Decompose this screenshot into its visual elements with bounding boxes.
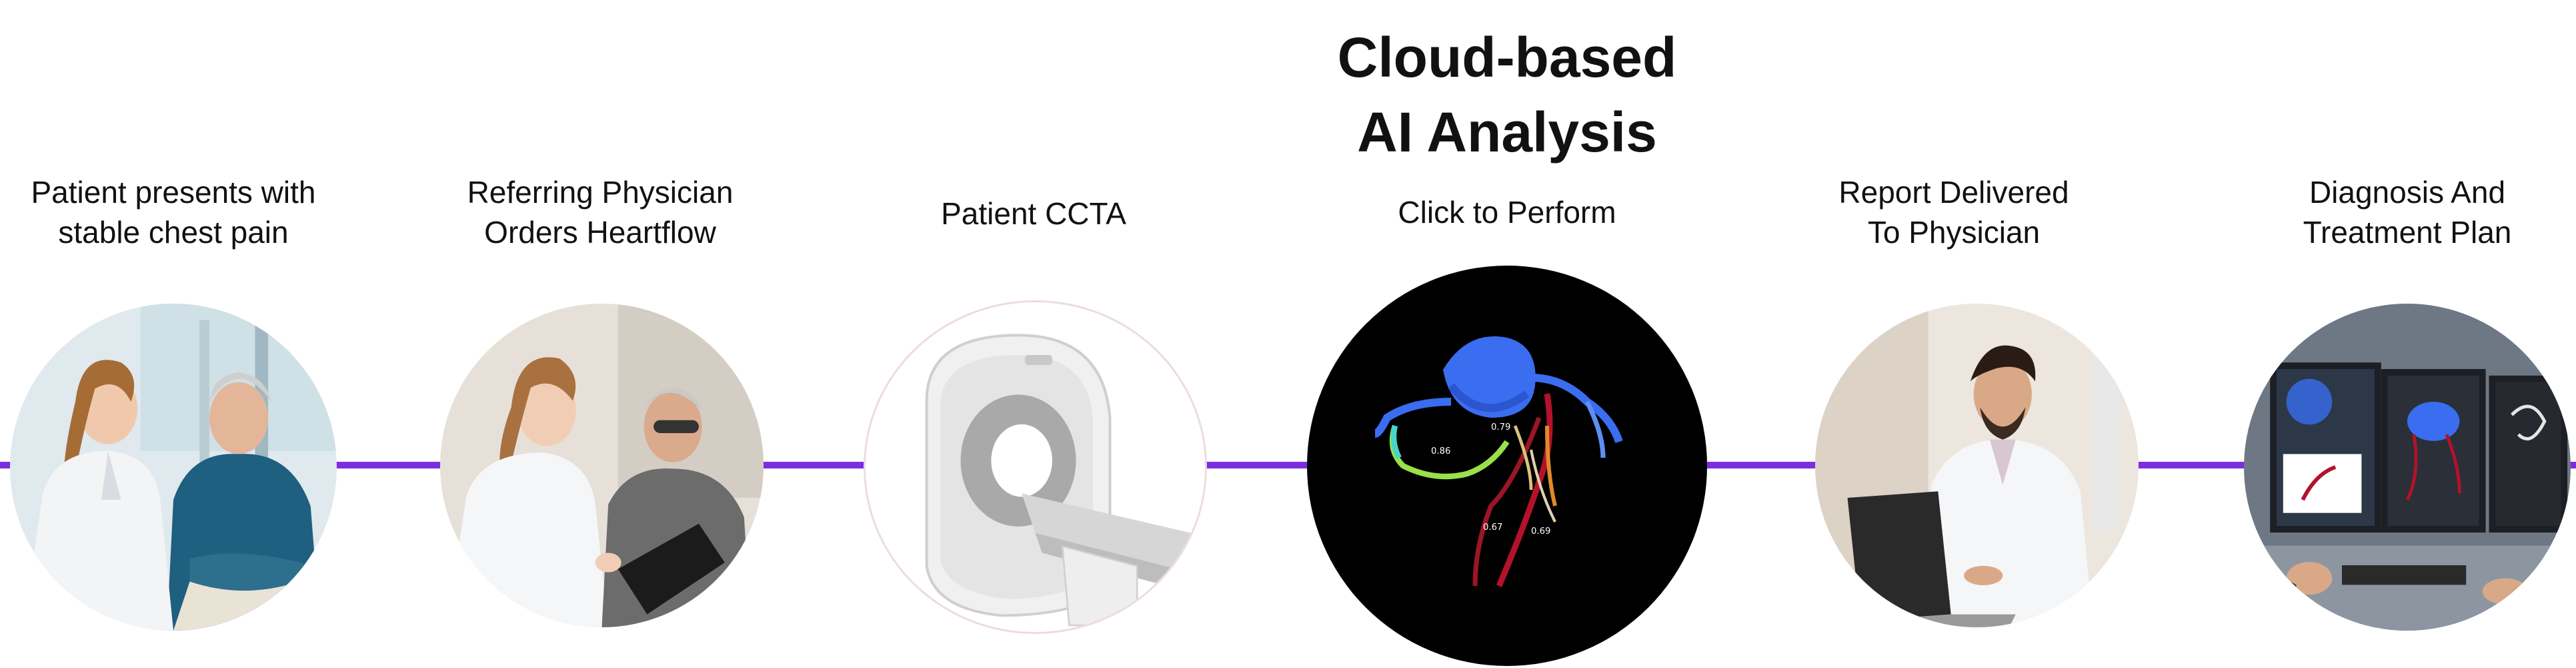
headline-line-2: AI Analysis — [1357, 101, 1657, 163]
workstation-photo — [2244, 304, 2571, 631]
timeline-line — [0, 462, 2576, 468]
step-label-line-2: stable chest pain — [58, 215, 289, 250]
ct-scanner-image — [864, 300, 1207, 634]
step-label: Referring Physician Orders Heartflow — [393, 172, 807, 252]
step-label-line-2: Orders Heartflow — [484, 215, 716, 250]
model-value-1: 0.79 — [1491, 422, 1510, 432]
step-label-line-1: Report Delivered — [1838, 175, 2069, 210]
step-label: Patient presents with stable chest pain — [0, 172, 380, 252]
physician-tablet-photo — [440, 304, 764, 627]
step-label-line-2: Treatment Plan — [2303, 215, 2512, 250]
step-label-line-2: To Physician — [1867, 215, 2041, 250]
step-label: Click to Perform — [1300, 192, 1714, 232]
step-label-line-1: Patient presents with — [31, 175, 316, 210]
model-value-3: 0.67 — [1483, 523, 1502, 533]
model-value-2: 0.86 — [1431, 446, 1450, 456]
step-label: Report Delivered To Physician — [1747, 172, 2161, 252]
headline-line-1: Cloud-based — [1337, 26, 1677, 89]
coronary-model-image: 0.79 0.86 0.67 0.69 — [1307, 266, 1707, 666]
step-label-line-1: Click to Perform — [1398, 195, 1616, 230]
headline: Cloud-based AI Analysis — [1240, 20, 1774, 170]
model-value-4: 0.69 — [1531, 527, 1550, 537]
step-label-line-1: Diagnosis And — [2309, 175, 2506, 210]
doctor-patient-photo — [10, 304, 337, 631]
step-label: Patient CCTA — [827, 194, 1240, 234]
step-label-line-1: Patient CCTA — [941, 196, 1126, 231]
step-label: Diagnosis And Treatment Plan — [2201, 172, 2576, 252]
physician-laptop-photo — [1815, 304, 2139, 627]
step-label-line-1: Referring Physician — [467, 175, 734, 210]
